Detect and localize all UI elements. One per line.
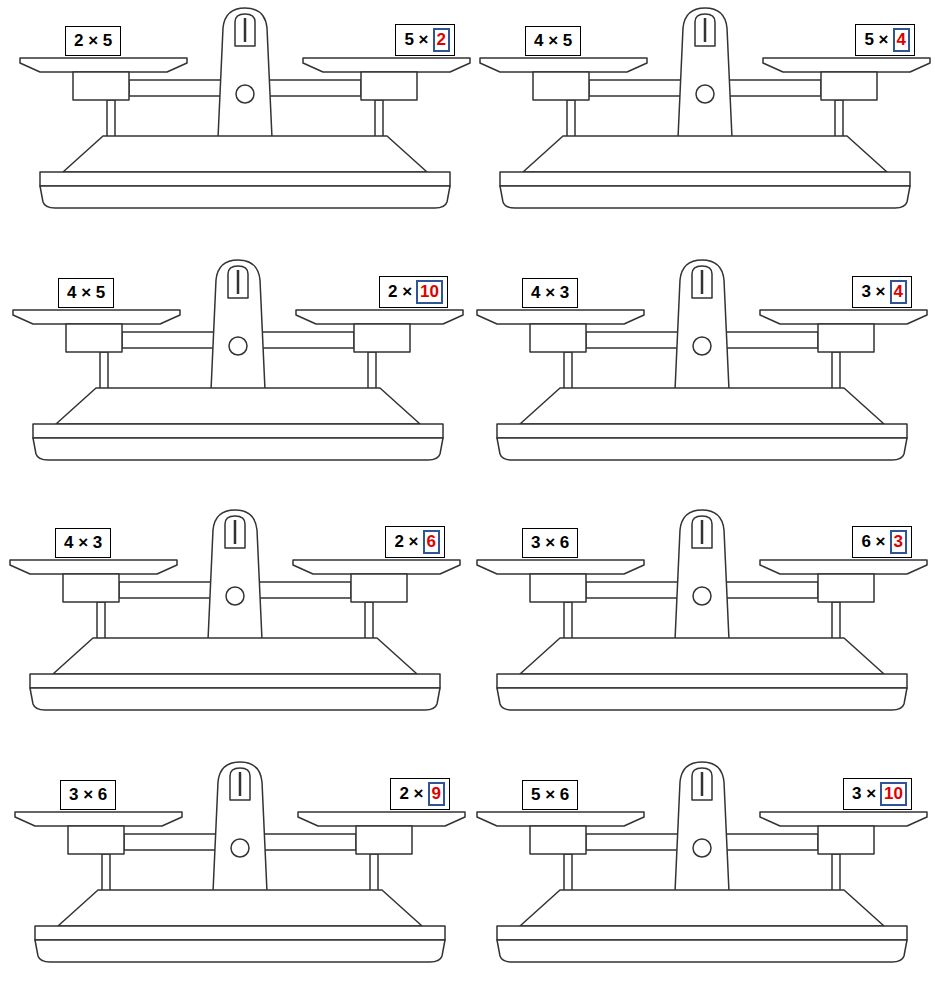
- answer-box: 10: [880, 782, 907, 806]
- balance-scale: [477, 260, 927, 460]
- left-expression-box: 4 × 3: [522, 278, 578, 308]
- expression-text: 3 ×: [852, 783, 876, 805]
- right-expression-box: 5 × 2: [395, 24, 455, 56]
- expression-text: 4 × 5: [534, 30, 572, 52]
- expression-text: 5 × 6: [531, 784, 569, 806]
- expression-text: 2 ×: [399, 783, 423, 805]
- right-expression-box: 6 × 3: [852, 526, 912, 558]
- left-expression-box: 2 × 5: [65, 26, 121, 56]
- balance-scale: [477, 510, 927, 710]
- answer-number: 4: [894, 282, 903, 302]
- right-expression-box: 2 × 9: [390, 778, 450, 810]
- expression-text: 2 × 5: [74, 30, 112, 52]
- expression-text: 5 ×: [404, 29, 428, 51]
- answer-number: 3: [894, 532, 903, 552]
- answer-number: 9: [432, 784, 441, 804]
- expression-text: 2 ×: [394, 531, 418, 553]
- right-expression-box: 3 × 10: [843, 778, 912, 810]
- answer-number: 2: [437, 30, 446, 50]
- expression-text: 3 ×: [861, 281, 885, 303]
- answer-number: 10: [884, 784, 903, 804]
- expression-text: 6 ×: [861, 531, 885, 553]
- balance-scale: [10, 510, 460, 710]
- answer-number: 6: [427, 532, 436, 552]
- right-expression-box: 3 × 4: [852, 276, 912, 308]
- right-expression-box: 5 × 4: [855, 24, 915, 56]
- left-expression-box: 3 × 6: [522, 528, 578, 558]
- answer-number: 10: [420, 282, 439, 302]
- answer-box: 4: [890, 280, 907, 304]
- balance-scale: [13, 260, 463, 460]
- expression-text: 4 × 3: [64, 532, 102, 554]
- balance-scale: [15, 762, 465, 962]
- answer-box: 4: [893, 28, 910, 52]
- right-expression-box: 2 × 6: [385, 526, 445, 558]
- expression-text: 3 × 6: [531, 532, 569, 554]
- left-expression-box: 4 × 5: [525, 26, 581, 56]
- answer-box: 10: [416, 280, 443, 304]
- expression-text: 4 × 3: [531, 282, 569, 304]
- left-expression-box: 4 × 3: [55, 528, 111, 558]
- balance-scale: [20, 8, 470, 208]
- expression-text: 3 × 6: [69, 784, 107, 806]
- answer-box: 6: [423, 530, 440, 554]
- left-expression-box: 3 × 6: [60, 780, 116, 810]
- left-expression-box: 4 × 5: [58, 278, 114, 308]
- balance-scale: [480, 8, 930, 208]
- expression-text: 4 × 5: [67, 282, 105, 304]
- expression-text: 2 ×: [388, 281, 412, 303]
- balance-scale: [477, 762, 927, 962]
- answer-box: 3: [890, 530, 907, 554]
- right-expression-box: 2 × 10: [379, 276, 448, 308]
- expression-text: 5 ×: [864, 29, 888, 51]
- answer-number: 4: [897, 30, 906, 50]
- answer-box: 2: [433, 28, 450, 52]
- left-expression-box: 5 × 6: [522, 780, 578, 810]
- answer-box: 9: [428, 782, 445, 806]
